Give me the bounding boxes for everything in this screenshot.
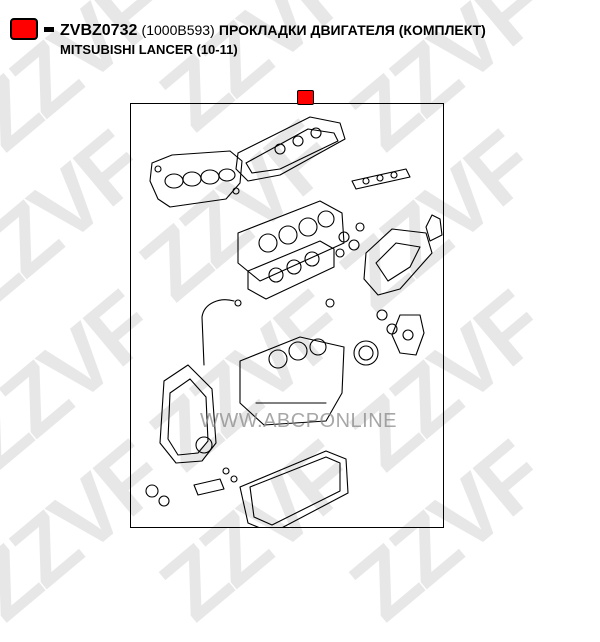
- part-description: ПРОКЛАДКИ ДВИГАТЕЛЯ (КОМПЛЕКТ): [218, 22, 486, 38]
- throttle-body-gasket: [425, 214, 443, 242]
- dash-icon: [44, 27, 54, 32]
- site-watermark: WWW.ABCPONLINE: [200, 410, 398, 432]
- part-code: ZVBZ0732: [60, 22, 138, 39]
- oil-pan-gasket: [239, 450, 349, 528]
- dipstick-tube: [201, 299, 242, 366]
- intake-manifold-gasket: [363, 228, 433, 296]
- red-badge-icon: [10, 18, 38, 40]
- water-pump-gasket: [391, 314, 425, 356]
- engine-block: [239, 336, 345, 426]
- product-title: ZVBZ0732 (1000B593) ПРОКЛАДКИ ДВИГАТЕЛЯ …: [60, 22, 486, 40]
- head-gasket-lower: [247, 240, 335, 300]
- rear-main-seal: [353, 340, 379, 366]
- diagram-frame: [130, 103, 444, 528]
- part-reference: (1000B593): [141, 22, 215, 38]
- cylinder-head-gasket: [237, 200, 345, 282]
- intake-port-gaskets: [351, 168, 411, 190]
- misc-small-gaskets: [145, 467, 238, 507]
- exhaust-manifold-gasket: [149, 150, 243, 208]
- gasket-kit-diagram: [145, 116, 443, 528]
- vehicle-label: MITSUBISHI LANCER (10-11): [60, 42, 238, 57]
- valve-cover-gasket: [235, 116, 346, 182]
- o-rings: [325, 222, 398, 335]
- red-marker-icon: [297, 90, 314, 105]
- timing-cover-gasket: [159, 364, 217, 464]
